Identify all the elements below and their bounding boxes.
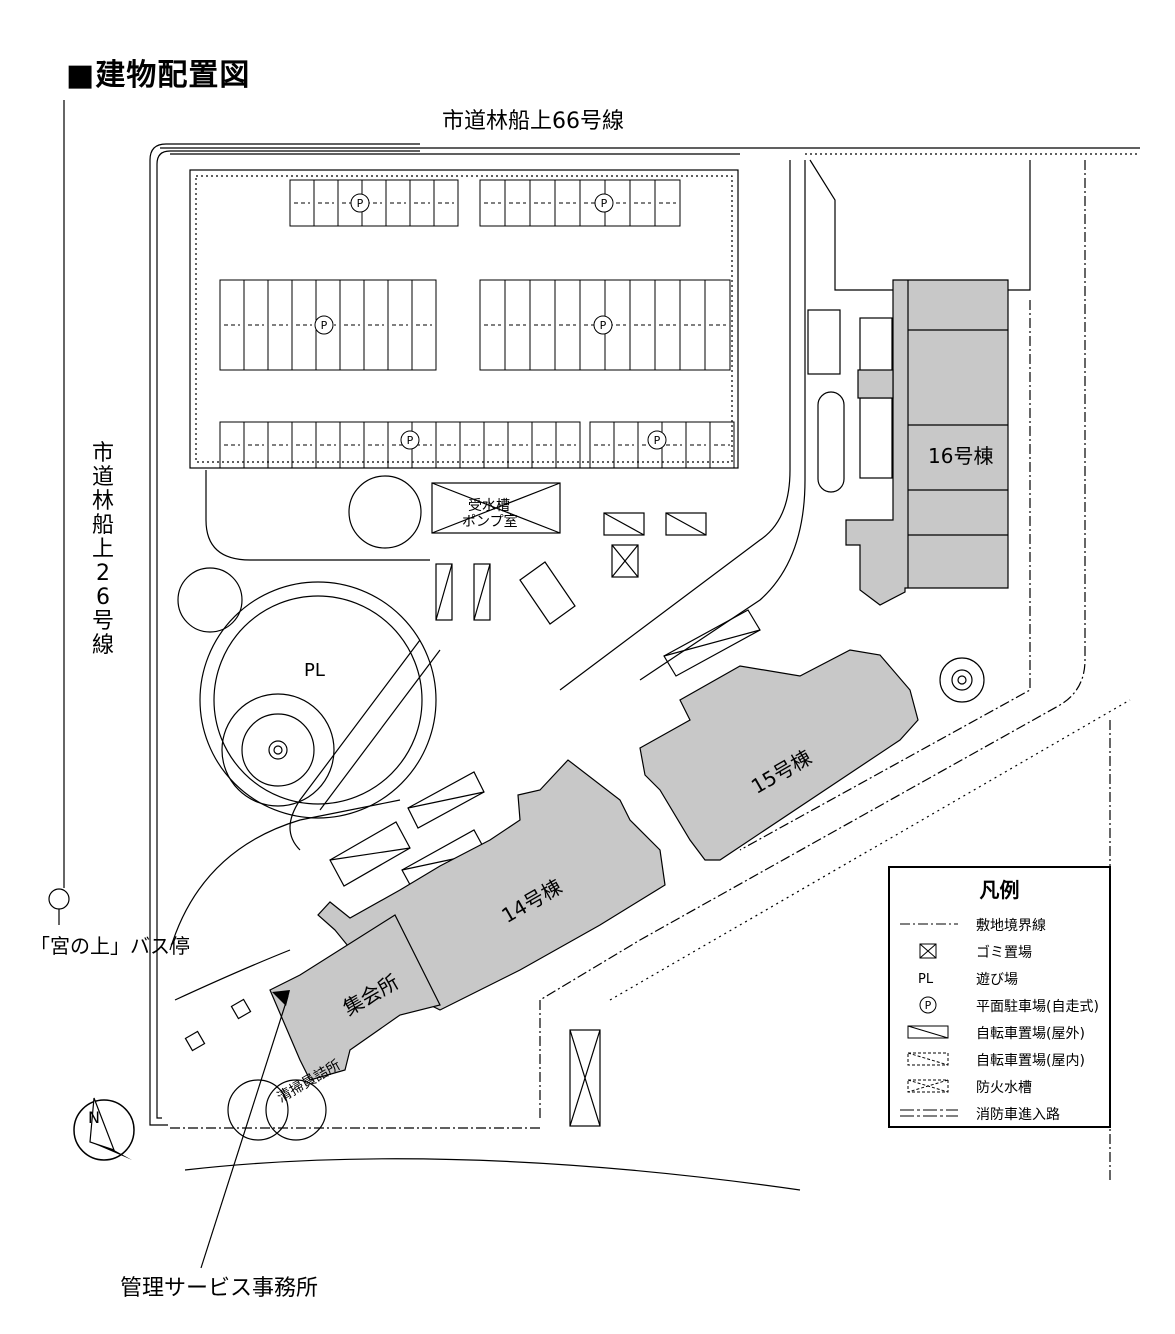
- legend-row-fire-route: 消防車進入路: [898, 1101, 1108, 1125]
- north-road-label: 市道林船上66号線: [442, 109, 624, 134]
- legend-box: 凡例 敷地境界線ゴミ置場 PL 遊び場 P 平面駐車場(自走式) 自転車置場(屋外) 自転車…: [888, 866, 1111, 1128]
- parking-p-icon: [400, 430, 420, 450]
- pump-room: [431, 482, 561, 534]
- fire-tank-icon: [898, 1077, 960, 1095]
- bike-outdoor-icon: [898, 1023, 960, 1041]
- legend-row-boundary-line: 敷地境界線: [898, 912, 1108, 936]
- legend-label: 自転車置場(屋外): [976, 1026, 1085, 1042]
- office-arrow: [200, 990, 290, 1269]
- parking-p-label: P: [600, 319, 607, 332]
- boundary-line-icon: [898, 915, 960, 933]
- legend-label: 自転車置場(屋内): [976, 1053, 1085, 1069]
- playground-area: [213, 595, 423, 805]
- bus-stop-marker: [48, 888, 70, 910]
- legend-row-parking-circle: P 平面駐車場(自走式): [898, 993, 1108, 1017]
- pl-text-icon: PL: [898, 969, 960, 987]
- office-label: 管理サービス事務所: [120, 1276, 319, 1301]
- legend-row-fire-tank: 防火水槽: [898, 1074, 1108, 1098]
- garbage-box-icon: [898, 942, 960, 960]
- parking-p-icon: [647, 430, 667, 450]
- legend-row-bike-outdoor: 自転車置場(屋外): [898, 1020, 1108, 1044]
- legend-label: ゴミ置場: [976, 945, 1032, 961]
- parking-stall: [433, 179, 459, 227]
- parking-stall: [709, 421, 735, 469]
- legend-label: 消防車進入路: [976, 1107, 1060, 1123]
- building-15: [639, 649, 919, 861]
- pump-label-2: ポンプ室: [462, 513, 518, 530]
- compass: [73, 1097, 135, 1161]
- bike-indoor-icon: [898, 1050, 960, 1068]
- legend-label: 平面駐車場(自走式): [976, 999, 1099, 1015]
- parking-p-icon: [593, 315, 613, 335]
- bike-shelters: [329, 512, 761, 893]
- parking-stall: [555, 421, 581, 469]
- playground-label: PL: [304, 660, 325, 681]
- legend-label: 遊び場: [976, 972, 1018, 988]
- parking-stall: [704, 279, 731, 371]
- compass-north-label: N: [88, 1108, 100, 1127]
- buildings-layer: [269, 279, 1009, 1081]
- pump-label-1: 受水槽: [468, 498, 510, 514]
- legend-row-pl-text: PL 遊び場: [898, 966, 1108, 990]
- parking-p-label: P: [407, 434, 414, 447]
- bus-stop-label: 「宮の上」バス停: [30, 934, 190, 958]
- garbage-areas: [519, 544, 639, 1127]
- building-16-label: 16号棟: [928, 444, 993, 468]
- parking-circle-icon: P: [898, 996, 960, 1014]
- site-wall: [149, 143, 420, 1126]
- legend-pl-glyph: PL: [918, 972, 934, 987]
- legend-label: 敷地境界線: [976, 918, 1046, 934]
- parking-lot-enclosure: [189, 169, 739, 469]
- parking-p-label: P: [601, 197, 608, 210]
- parking-p-label: P: [654, 434, 661, 447]
- parking-stall: [654, 179, 681, 227]
- driveway: [205, 470, 430, 561]
- legend-title: 凡例: [979, 878, 1020, 902]
- legend-row-bike-indoor: 自転車置場(屋内): [898, 1047, 1108, 1071]
- map-title: ■建物配置図: [66, 58, 251, 93]
- building-hall: [269, 914, 441, 1081]
- building-16: [845, 279, 1009, 606]
- parking-stall: [411, 279, 437, 371]
- parking-symbols: P P P P P P: [314, 193, 667, 450]
- parking-p-icon: [350, 193, 370, 213]
- parking-p-label: P: [357, 197, 364, 210]
- parking-p-icon: [314, 315, 334, 335]
- legend-label: 防火水槽: [976, 1080, 1032, 1096]
- parking-rows: [219, 179, 735, 469]
- parking-p-label: P: [321, 319, 328, 332]
- water-tank-circle: [348, 475, 422, 549]
- south-road: [184, 1158, 801, 1191]
- legend-row-garbage-box: ゴミ置場: [898, 939, 1108, 963]
- fire-route-icon: [898, 1104, 960, 1122]
- legend-p-glyph: P: [925, 999, 932, 1012]
- parking-p-icon: [594, 193, 614, 213]
